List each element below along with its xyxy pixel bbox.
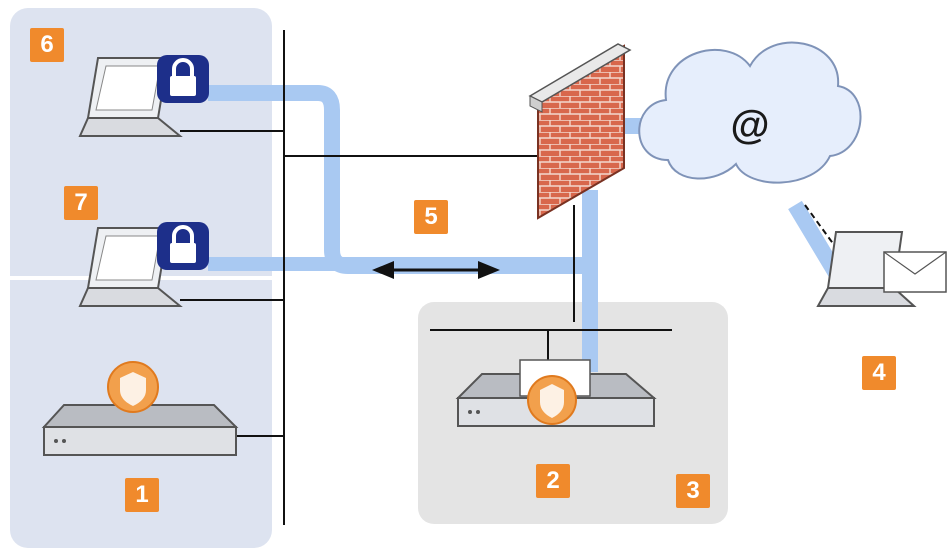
- cloud-label: @: [730, 103, 769, 147]
- badge-6: 6: [30, 28, 64, 62]
- server-icon: [41, 404, 239, 456]
- badge-1: 1: [125, 478, 159, 512]
- badge-3: 3: [676, 474, 710, 508]
- email-icon: [883, 251, 947, 293]
- lock-icon: [157, 222, 209, 270]
- badge-5: 5: [414, 200, 448, 234]
- shield-badge-icon: [107, 361, 159, 413]
- badge-4: 4: [862, 356, 896, 390]
- laptop-icon: [78, 57, 183, 137]
- laptop-icon: [78, 227, 183, 307]
- network-wires: [180, 30, 846, 525]
- shield-badge-icon: [527, 375, 577, 425]
- lock-icon: [157, 55, 209, 103]
- badge-2: 2: [536, 464, 570, 498]
- cloud-icon: [638, 41, 862, 184]
- double-arrow-icon: [372, 261, 500, 279]
- badge-7: 7: [64, 186, 98, 220]
- firewall-icon: [528, 43, 632, 220]
